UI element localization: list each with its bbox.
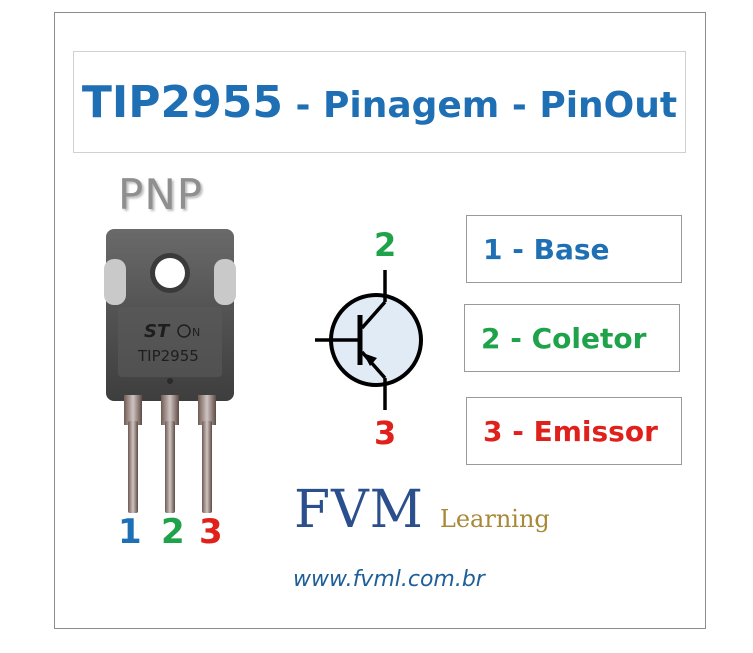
package-small-mark: N: [192, 326, 200, 339]
package-marking: TIP2955: [137, 347, 199, 365]
title-box: TIP2955 - Pinagem - PinOut: [73, 51, 686, 153]
legend-collector-text: 2 - Coletor: [481, 321, 647, 355]
symbol-collector-label: 2: [374, 226, 396, 264]
collector-line: [360, 300, 387, 330]
transistor-package-image: ST N TIP2955: [104, 229, 236, 513]
pin-number-2: 2: [161, 512, 185, 552]
title-rest: - Pinagem - PinOut: [282, 84, 678, 126]
lead-3: [202, 421, 212, 513]
legend-base-text: 1 - Base: [483, 232, 610, 266]
title-part-number: TIP2955: [81, 76, 283, 128]
pin-number-3: 3: [199, 512, 223, 552]
brand-logo: FVM Learning: [294, 480, 550, 540]
legend-emitter: 3 - Emissor: [466, 397, 682, 465]
legend-base: 1 - Base: [466, 215, 682, 283]
lead-2: [165, 421, 175, 513]
website-url: www.fvml.com.br: [293, 567, 485, 592]
brand-logo-text: FVM: [294, 480, 424, 540]
page-title: TIP2955 - Pinagem - PinOut: [82, 77, 677, 128]
pin-number-1: 1: [118, 512, 142, 552]
polarity-label: PNP: [118, 170, 204, 219]
certification-mark-icon: [177, 324, 191, 338]
brand-sub-text: Learning: [439, 505, 550, 533]
legend-emitter-text: 3 - Emissor: [483, 414, 658, 448]
legend-collector: 2 - Coletor: [464, 304, 680, 372]
symbol-emitter-label: 3: [374, 414, 396, 450]
emitter-arrow-icon: [363, 353, 377, 366]
lead-1: [128, 421, 138, 513]
package-logo: ST: [144, 321, 171, 342]
pnp-transistor-symbol: 2 1 3: [300, 226, 423, 450]
